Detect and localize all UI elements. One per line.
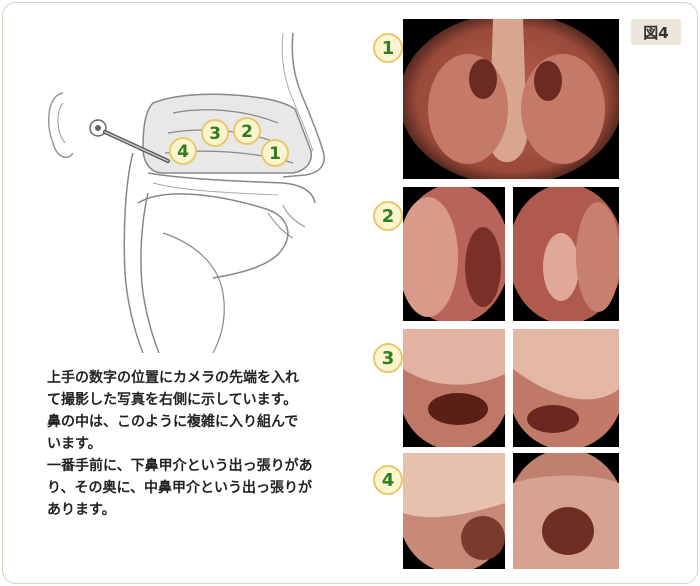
caption-text: 上手の数字の位置にカメラの先端を入れ て撮影した写真を右側に示しています。 鼻の… xyxy=(47,367,357,521)
caption-line: 上手の数字の位置にカメラの先端を入れ xyxy=(47,370,299,386)
svg-text:2: 2 xyxy=(241,122,253,142)
endoscope-photo-4-left xyxy=(403,453,505,569)
diagram-marker-3: 3 xyxy=(201,119,229,147)
diagram-marker-2: 2 xyxy=(233,117,261,145)
svg-text:3: 3 xyxy=(209,124,221,144)
svg-text:1: 1 xyxy=(269,144,281,164)
caption-line: います。 xyxy=(47,436,102,452)
row-badge-2: 2 xyxy=(373,201,403,231)
endoscope-photo-3-right xyxy=(513,329,619,447)
endoscope-photo-3-left xyxy=(403,329,505,447)
caption-line: 一番手前に、下鼻甲介という出っ張りがあ xyxy=(47,458,313,474)
endoscope-photo-4-right xyxy=(513,453,619,569)
endoscope-photo-2-right xyxy=(513,187,619,321)
caption-line: あります。 xyxy=(47,502,116,518)
endoscope-photo-1 xyxy=(403,19,619,179)
row-badge-3: 3 xyxy=(373,343,403,373)
figure-label: 図4 xyxy=(631,19,681,45)
row-badge-1: 1 xyxy=(373,33,403,63)
nasal-cavity-diagram: 4 3 2 1 xyxy=(47,33,325,353)
row-badge-4: 4 xyxy=(373,465,403,495)
caption-line: 鼻の中は、このように複雑に入り組んで xyxy=(47,414,299,430)
diagram-marker-1: 1 xyxy=(261,139,289,167)
caption-line: て撮影した写真を右側に示しています。 xyxy=(47,392,298,408)
svg-text:4: 4 xyxy=(177,142,189,162)
endoscope-photo-2-left xyxy=(403,187,505,321)
caption-line: り、その奥に、中鼻甲介という出っ張りが xyxy=(47,480,313,496)
diagram-marker-4: 4 xyxy=(169,137,197,165)
